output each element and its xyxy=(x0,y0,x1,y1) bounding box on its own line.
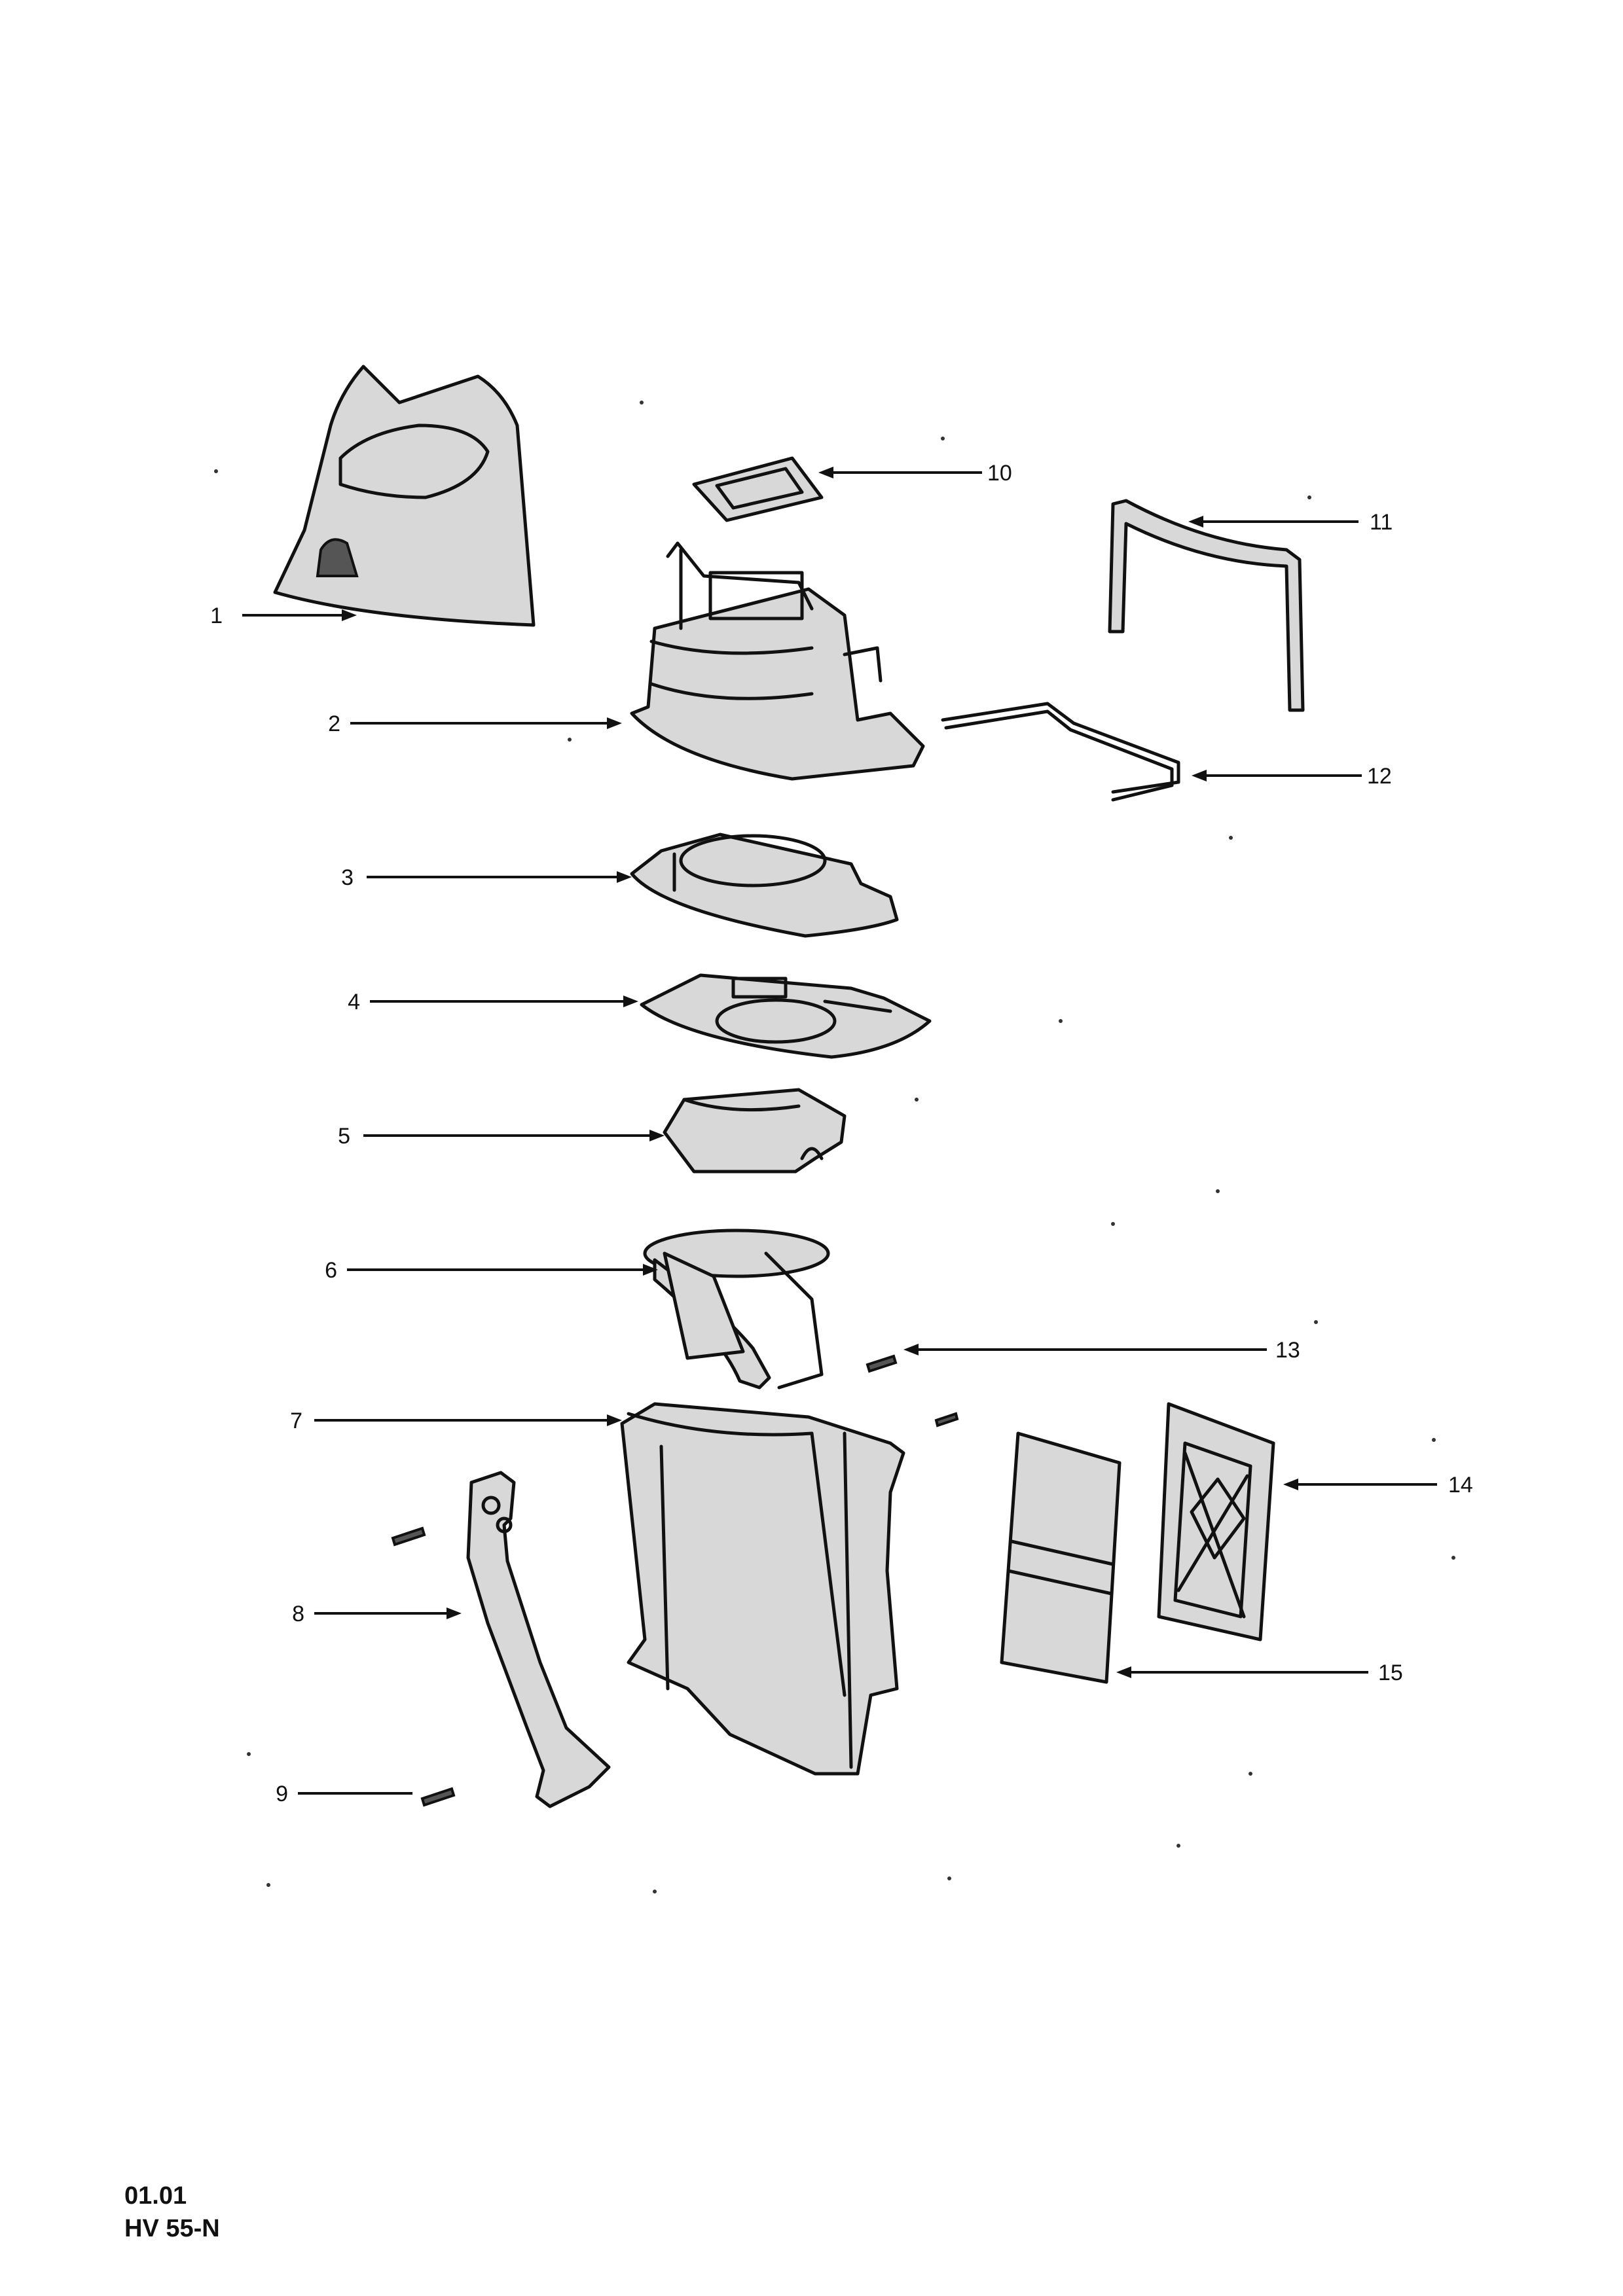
callout-4: 4 xyxy=(348,990,638,1014)
callout-5: 5 xyxy=(338,1124,665,1149)
callout-label-11: 11 xyxy=(1370,510,1393,535)
document-footer: 01.01 HV 55-N xyxy=(124,2179,220,2245)
callout-12: 12 xyxy=(1192,764,1392,789)
part-1-top-cover xyxy=(273,365,536,627)
callout-label-7: 7 xyxy=(290,1408,302,1433)
callout-14: 14 xyxy=(1283,1473,1473,1498)
callout-label-13: 13 xyxy=(1275,1338,1300,1363)
part-4-base-plate xyxy=(640,973,932,1059)
part-2-upper-housing xyxy=(630,541,925,781)
part-13-screw xyxy=(866,1354,898,1373)
part-14-grille-frame xyxy=(1157,1402,1275,1641)
callout-label-6: 6 xyxy=(325,1258,337,1283)
part-5-inner-holder xyxy=(663,1088,847,1174)
callout-label-1: 1 xyxy=(210,603,223,628)
callout-2: 2 xyxy=(328,711,622,736)
part-10-gasket xyxy=(692,456,824,522)
part-12-rod xyxy=(941,702,1180,802)
callout-9: 9 xyxy=(276,1782,412,1806)
callout-6: 6 xyxy=(325,1258,658,1283)
callout-label-9: 9 xyxy=(276,1782,288,1806)
part-15-filter-panel xyxy=(1000,1431,1122,1684)
callout-8: 8 xyxy=(292,1602,462,1626)
callout-label-15: 15 xyxy=(1378,1660,1403,1685)
callout-label-8: 8 xyxy=(292,1602,304,1626)
callout-label-4: 4 xyxy=(348,990,360,1014)
part-11-handle-bar xyxy=(1108,499,1305,712)
callout-1: 1 xyxy=(210,603,357,628)
model-number: HV 55-N xyxy=(124,2215,220,2242)
callout-label-14: 14 xyxy=(1448,1473,1473,1498)
callout-label-12: 12 xyxy=(1367,764,1392,789)
callout-11: 11 xyxy=(1188,510,1393,535)
callout-label-3: 3 xyxy=(341,865,354,890)
callout-3: 3 xyxy=(341,865,632,890)
callout-label-10: 10 xyxy=(987,461,1012,486)
callout-label-5: 5 xyxy=(338,1124,350,1149)
part-7-main-body xyxy=(620,1402,959,1776)
callout-7: 7 xyxy=(290,1408,622,1433)
scan-specks xyxy=(214,401,1455,1893)
revision-number: 01.01 xyxy=(124,2182,187,2210)
callout-10: 10 xyxy=(818,461,1012,486)
part-3-filter-holder-tray xyxy=(630,833,899,938)
part-8-lever xyxy=(466,1471,611,1808)
callout-15: 15 xyxy=(1116,1660,1403,1685)
callout-label-2: 2 xyxy=(328,711,340,736)
lever-screws xyxy=(391,1526,456,1807)
part-6-filter-funnel xyxy=(643,1229,830,1390)
callout-13: 13 xyxy=(903,1338,1300,1363)
